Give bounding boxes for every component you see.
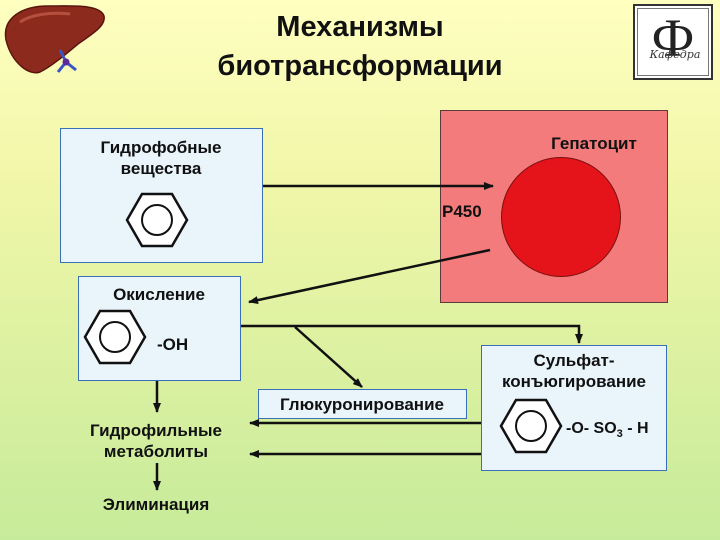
- sulfate-line-1: Сульфат-: [533, 351, 615, 370]
- hepatocyte-box: Гепатоцит: [440, 110, 668, 303]
- title-line-2: биотрансформации: [217, 50, 503, 82]
- glucuronidation-label: Глюкуронирование: [280, 395, 444, 414]
- logo-script: Кафедра: [649, 48, 701, 61]
- nucleus-shape: [501, 157, 621, 277]
- liver-icon: [0, 0, 110, 80]
- arrow-to-oxidation: [248, 248, 491, 305]
- hydrophilic-label: Гидрофильные метаболиты: [66, 420, 246, 462]
- hydrophobic-line-1: Гидрофобные: [100, 138, 222, 157]
- hydrophilic-line-2: метаболиты: [103, 442, 209, 461]
- benzene-ring-icon: [499, 398, 563, 454]
- elimination-label: Элиминация: [102, 495, 210, 514]
- hepatocyte-label: Гепатоцит: [551, 134, 637, 153]
- logo-letter: Ф: [652, 8, 695, 68]
- sulfate-group-label: -O- SO3 - H: [566, 420, 649, 441]
- arrow-to-sulfate: [241, 324, 583, 344]
- hydroxyl-group-label: -OH: [157, 335, 189, 354]
- hydrophobic-line-2: вещества: [120, 159, 202, 178]
- page-title: Механизмы биотрансформации: [180, 8, 540, 86]
- title-line-1: Механизмы: [276, 11, 444, 43]
- benzene-ring-icon: [125, 192, 189, 248]
- sulfate-label: Сульфат- конъюгирование: [482, 350, 666, 392]
- arrow-to-glucuronidation: [294, 326, 363, 388]
- p450-label: P450: [442, 202, 482, 221]
- hydrophilic-line-1: Гидрофильные: [89, 421, 223, 440]
- hydrophobic-label: Гидрофобные вещества: [61, 137, 261, 179]
- department-logo-icon: Ф Кафедра: [633, 4, 713, 80]
- glucuronidation-box: Глюкуронирование: [258, 389, 467, 419]
- sulfate-box: Сульфат- конъюгирование -O- SO3 - H: [481, 345, 667, 471]
- benzene-ring-icon: [83, 309, 147, 365]
- sulfate-line-2: конъюгирование: [501, 372, 646, 391]
- oxidation-label: Окисление: [113, 285, 205, 304]
